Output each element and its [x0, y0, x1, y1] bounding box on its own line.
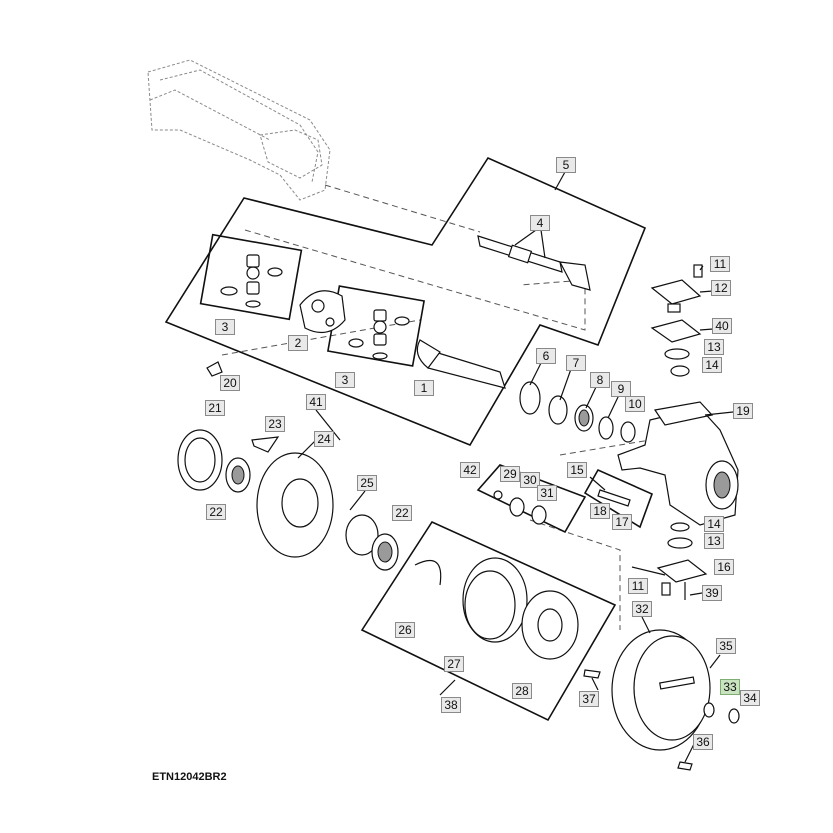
callout-29[interactable]: 29 [500, 466, 520, 482]
callout-31[interactable]: 31 [537, 485, 557, 501]
callout-28[interactable]: 28 [512, 683, 532, 699]
planet-gear-set [493, 489, 631, 525]
callout-22[interactable]: 22 [206, 504, 226, 520]
callout-10[interactable]: 10 [625, 396, 645, 412]
steering-knuckle [617, 401, 739, 526]
kit-outline-3-left [199, 233, 303, 321]
callout-8[interactable]: 8 [590, 372, 610, 388]
callout-19[interactable]: 19 [733, 403, 753, 419]
callout-15[interactable]: 15 [567, 462, 587, 478]
callout-39[interactable]: 39 [702, 585, 722, 601]
callout-22-secondary[interactable]: 22 [392, 505, 412, 521]
callout-1[interactable]: 1 [414, 380, 434, 396]
callout-24[interactable]: 24 [314, 431, 334, 447]
callout-37[interactable]: 37 [579, 691, 599, 707]
callout-11-secondary[interactable]: 11 [628, 578, 648, 594]
callout-17[interactable]: 17 [612, 514, 632, 530]
callout-2[interactable]: 2 [288, 335, 308, 351]
callout-12[interactable]: 12 [711, 280, 731, 296]
callout-7[interactable]: 7 [566, 355, 586, 371]
callout-14[interactable]: 14 [702, 357, 722, 373]
figure-identifier: ETN12042BR2 [152, 771, 227, 783]
callout-42[interactable]: 42 [460, 462, 480, 478]
u-joint-cross-left [220, 254, 283, 308]
callout-20[interactable]: 20 [220, 375, 240, 391]
callout-33-highlighted[interactable]: 33 [720, 679, 740, 695]
callout-34[interactable]: 34 [740, 690, 760, 706]
planetary-cover [583, 629, 740, 771]
callout-18[interactable]: 18 [590, 503, 610, 519]
callout-26[interactable]: 26 [395, 622, 415, 638]
grease-fitting [206, 361, 223, 377]
coupling-yoke [299, 290, 346, 334]
seal-ring-set [519, 381, 636, 443]
callout-30[interactable]: 30 [520, 472, 540, 488]
callout-35[interactable]: 35 [716, 638, 736, 654]
callout-21[interactable]: 21 [205, 400, 225, 416]
callout-13-secondary[interactable]: 13 [704, 533, 724, 549]
callout-6[interactable]: 6 [536, 348, 556, 364]
callout-25[interactable]: 25 [357, 475, 377, 491]
lower-kingpin-assembly [656, 522, 708, 600]
kit-outline-5 [164, 156, 647, 447]
callout-40[interactable]: 40 [712, 318, 732, 334]
kit-outline-38 [360, 520, 617, 722]
callout-27[interactable]: 27 [444, 656, 464, 672]
callout-32[interactable]: 32 [632, 601, 652, 617]
u-joint-cross-right [348, 309, 410, 360]
drive-shaft [477, 235, 591, 291]
callout-3-secondary[interactable]: 3 [335, 372, 355, 388]
stub-shaft [416, 339, 506, 389]
callout-9[interactable]: 9 [611, 381, 631, 397]
callout-5[interactable]: 5 [556, 157, 576, 173]
callout-36[interactable]: 36 [693, 734, 713, 750]
callout-14-secondary[interactable]: 14 [704, 516, 724, 532]
callout-16[interactable]: 16 [714, 559, 734, 575]
ring-gear-set [414, 557, 579, 660]
axle-housing-ghost [147, 59, 331, 201]
callout-23[interactable]: 23 [265, 416, 285, 432]
callout-13[interactable]: 13 [704, 339, 724, 355]
callout-3[interactable]: 3 [215, 319, 235, 335]
upper-kingpin-assembly [650, 264, 703, 377]
callout-4[interactable]: 4 [530, 215, 550, 231]
callout-11[interactable]: 11 [710, 256, 730, 272]
hub-assembly [177, 429, 399, 571]
callout-38[interactable]: 38 [441, 697, 461, 713]
callout-41[interactable]: 41 [306, 394, 326, 410]
